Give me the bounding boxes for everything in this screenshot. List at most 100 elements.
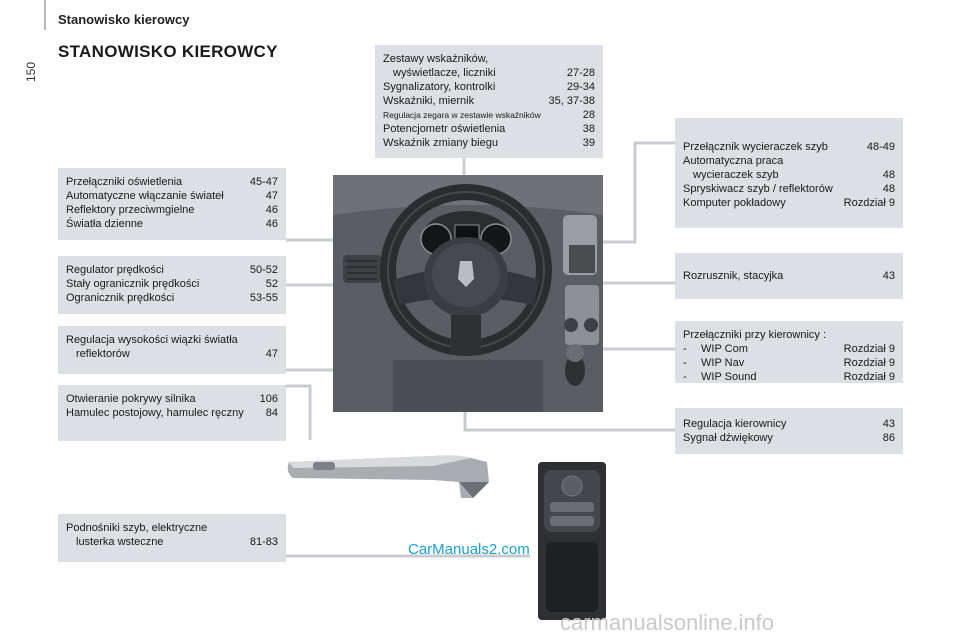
box-line: Podnośniki szyb, elektryczne (66, 522, 208, 534)
row-label: Wskaźniki, miernik (383, 95, 475, 107)
box-row: Ogranicznik prędkości 53-55 (66, 291, 278, 305)
box-row: - WIP Nav Rozdział 9 (683, 356, 895, 370)
row-label: Sygnał dźwiękowy (683, 432, 773, 444)
row-ref: 52 (265, 278, 278, 290)
row-ref: 38 (582, 123, 595, 135)
row-label: Przełącznik wycieraczek szyb (683, 141, 828, 153)
row-ref: 46 (265, 218, 278, 230)
box-row: - WIP Sound Rozdział 9 (683, 370, 895, 384)
row-ref: 48 (882, 183, 895, 195)
row-ref: Rozdział 9 (843, 197, 895, 209)
row-label: Stały ogranicznik prędkości (66, 278, 200, 290)
box-row: Spryskiwacz szyb / reflektorów 48 (683, 182, 895, 196)
box-speed: Regulator prędkości 50-52 Stały ograniczn… (58, 256, 286, 314)
row-label: Wskaźnik zmiany biegu (383, 137, 498, 149)
row-ref: 28 (582, 109, 595, 121)
box-row: Światła dzienne 46 (66, 217, 278, 231)
box-ignition: Rozrusznik, stacyjka 43 (675, 253, 903, 299)
row-label: Hamulec postojowy, hamulec ręczny (66, 407, 244, 419)
row-label: Komputer pokładowy (683, 197, 786, 209)
row-ref: 50-52 (249, 264, 278, 276)
row-dash: - (683, 371, 687, 383)
row-label: Reflektory przeciwmgielne (66, 204, 195, 216)
box-row: Sygnalizatory, kontrolki 29-34 (383, 80, 595, 94)
box-row: Sygnał dźwiękowy 86 (683, 431, 895, 445)
row-ref: 47 (265, 348, 278, 360)
row-label: wyświetlacze, liczniki (393, 67, 496, 79)
row-label: reflektorów (76, 348, 130, 360)
box-row: wyświetlacze, liczniki 27-28 (383, 66, 595, 80)
box-row: Rozrusznik, stacyjka 43 (683, 269, 895, 283)
row-label: Potencjometr oświetlenia (383, 123, 506, 135)
row-ref: 106 (259, 393, 278, 405)
row-label: Przełączniki oświetlenia (66, 176, 183, 188)
box-row: Automatyczne włączanie świateł 47 (66, 189, 278, 203)
row-ref: 46 (265, 204, 278, 216)
row-label: WIP Com (701, 343, 748, 355)
box-row: Wskaźniki, miernik 35, 37-38 (383, 94, 595, 108)
box-line: Regulacja wysokości wiązki światła (66, 334, 238, 346)
box-line: Zestawy wskaźników, (383, 53, 489, 65)
row-label: WIP Sound (701, 371, 757, 383)
row-ref: 47 (265, 190, 278, 202)
row-ref: 53-55 (249, 292, 278, 304)
window-switch-image (538, 462, 606, 620)
row-ref: 39 (582, 137, 595, 149)
row-label: Otwieranie pokrywy silnika (66, 393, 196, 405)
row-dash: - (683, 357, 687, 369)
page-title: STANOWISKO KIEROWCY (58, 42, 278, 61)
row-label: Światła dzienne (66, 218, 144, 230)
row-label: Ogranicznik prędkości (66, 292, 175, 304)
box-row: Potencjometr oświetlenia 38 (383, 122, 595, 136)
box-row: Otwieranie pokrywy silnika 106 (66, 392, 278, 406)
box-line: Automatyczna praca (683, 155, 784, 167)
box-row: - WIP Com Rozdział 9 (683, 342, 895, 356)
box-headlamp: Regulacja wysokości wiązki światła refle… (58, 326, 286, 374)
row-ref: 86 (882, 432, 895, 444)
row-dash: - (683, 343, 687, 355)
row-ref: Rozdział 9 (843, 371, 895, 383)
row-ref: Rozdział 9 (843, 343, 895, 355)
row-label: WIP Nav (701, 357, 745, 369)
row-label: Regulacja zegara w zestawie wskaźników (383, 110, 541, 120)
row-label: Sygnalizatory, kontrolki (383, 81, 496, 93)
box-row: Stały ogranicznik prędkości 52 (66, 277, 278, 291)
row-label: Automatyczne włączanie świateł (66, 190, 224, 202)
box-row: Regulator prędkości 50-52 (66, 263, 278, 277)
box-windows: Podnośniki szyb, elektryczne lusterka ws… (58, 514, 286, 562)
row-ref: 35, 37-38 (548, 95, 595, 107)
watermark-carmanuals[interactable]: CarManuals2.com (408, 541, 530, 558)
box-row: reflektorów 47 (66, 347, 278, 361)
box-lighting: Przełączniki oświetlenia 45-47 Automatycz… (58, 168, 286, 240)
dashboard-photo (333, 175, 603, 412)
row-ref: 81-83 (249, 536, 278, 548)
box-row: Przełącznik wycieraczek szyb 48-49 (683, 140, 895, 154)
box-row: Wskaźnik zmiany biegu 39 (383, 136, 595, 150)
box-wipers: Przełącznik wycieraczek szyb 48-49 Automa… (675, 118, 903, 228)
box-row: lusterka wsteczne 81-83 (66, 535, 278, 549)
row-ref: 48 (882, 169, 895, 181)
box-bonnet: Otwieranie pokrywy silnika 106 Hamulec po… (58, 385, 286, 441)
row-ref: Rozdział 9 (843, 357, 895, 369)
box-row: wycieraczek szyb 48 (683, 168, 895, 182)
box-row: Komputer pokładowy Rozdział 9 (683, 196, 895, 210)
row-ref: 29-34 (566, 81, 595, 93)
box-line: Przełączniki przy kierownicy : (683, 329, 827, 341)
row-label: Regulator prędkości (66, 264, 164, 276)
watermark-online[interactable]: carmanualsonline.info (560, 610, 775, 635)
row-label: Rozrusznik, stacyjka (683, 270, 784, 282)
row-ref: 43 (882, 270, 895, 282)
box-row: Reflektory przeciwmgielne 46 (66, 203, 278, 217)
row-label: lusterka wsteczne (76, 536, 164, 548)
box-row: Przełączniki oświetlenia 45-47 (66, 175, 278, 189)
row-ref: 45-47 (249, 176, 278, 188)
row-ref: 43 (882, 418, 895, 430)
row-ref: 48-49 (866, 141, 895, 153)
row-label: Spryskiwacz szyb / reflektorów (683, 183, 833, 195)
section-title: Stanowisko kierowcy (58, 12, 190, 27)
row-label: wycieraczek szyb (693, 169, 779, 181)
row-ref: 27-28 (566, 67, 595, 79)
